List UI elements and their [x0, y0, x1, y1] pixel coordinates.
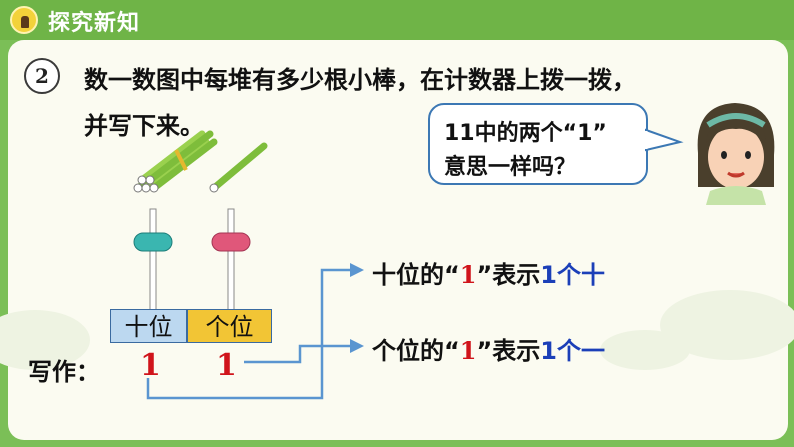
section-title: 探究新知 — [48, 11, 141, 36]
tens-bead — [133, 232, 173, 252]
ones-bead — [211, 232, 251, 252]
ones-meaning-line: 个位的“1”表示1个一 — [372, 331, 605, 366]
ones-digit: 1 — [216, 348, 237, 383]
write-label: 写作： — [28, 358, 100, 386]
abacus-counter — [133, 208, 251, 314]
cloud-decoration — [600, 330, 690, 370]
girl-avatar — [697, 103, 775, 205]
logo-icon — [10, 6, 38, 34]
tens-meaning-mid: ”表示 — [476, 261, 541, 289]
ones-meaning-mid: ”表示 — [476, 337, 541, 365]
ones-meaning-digit: 1 — [459, 336, 477, 365]
ones-place-label: 个位 — [187, 309, 272, 343]
question-number-badge: 2 — [24, 58, 60, 94]
bubble-text-line1: 11中的两个“1” — [444, 121, 607, 146]
bubble-text-line2: 意思一样吗？ — [444, 155, 577, 180]
tens-meaning-prefix: 十位的“ — [372, 261, 460, 289]
speech-bubble: 11中的两个“1” 意思一样吗？ — [428, 103, 648, 185]
tens-meaning-value: 1个十 — [540, 261, 605, 289]
question-text-line2: 并写下来。 — [84, 112, 204, 140]
tens-meaning-digit: 1 — [459, 260, 477, 289]
sticks-bundle-illustration — [133, 130, 268, 193]
cloud-decoration — [0, 310, 90, 370]
header-bar: 探究新知 — [0, 0, 794, 40]
ones-meaning-value: 1个一 — [540, 337, 605, 365]
ones-meaning-prefix: 个位的“ — [372, 337, 460, 365]
tens-meaning-line: 十位的“1”表示1个十 — [372, 255, 605, 290]
question-text-line1: 数一数图中每堆有多少根小棒，在计数器上拨一拨， — [84, 66, 636, 94]
tens-place-label: 十位 — [110, 309, 187, 343]
tens-digit: 1 — [140, 348, 161, 383]
